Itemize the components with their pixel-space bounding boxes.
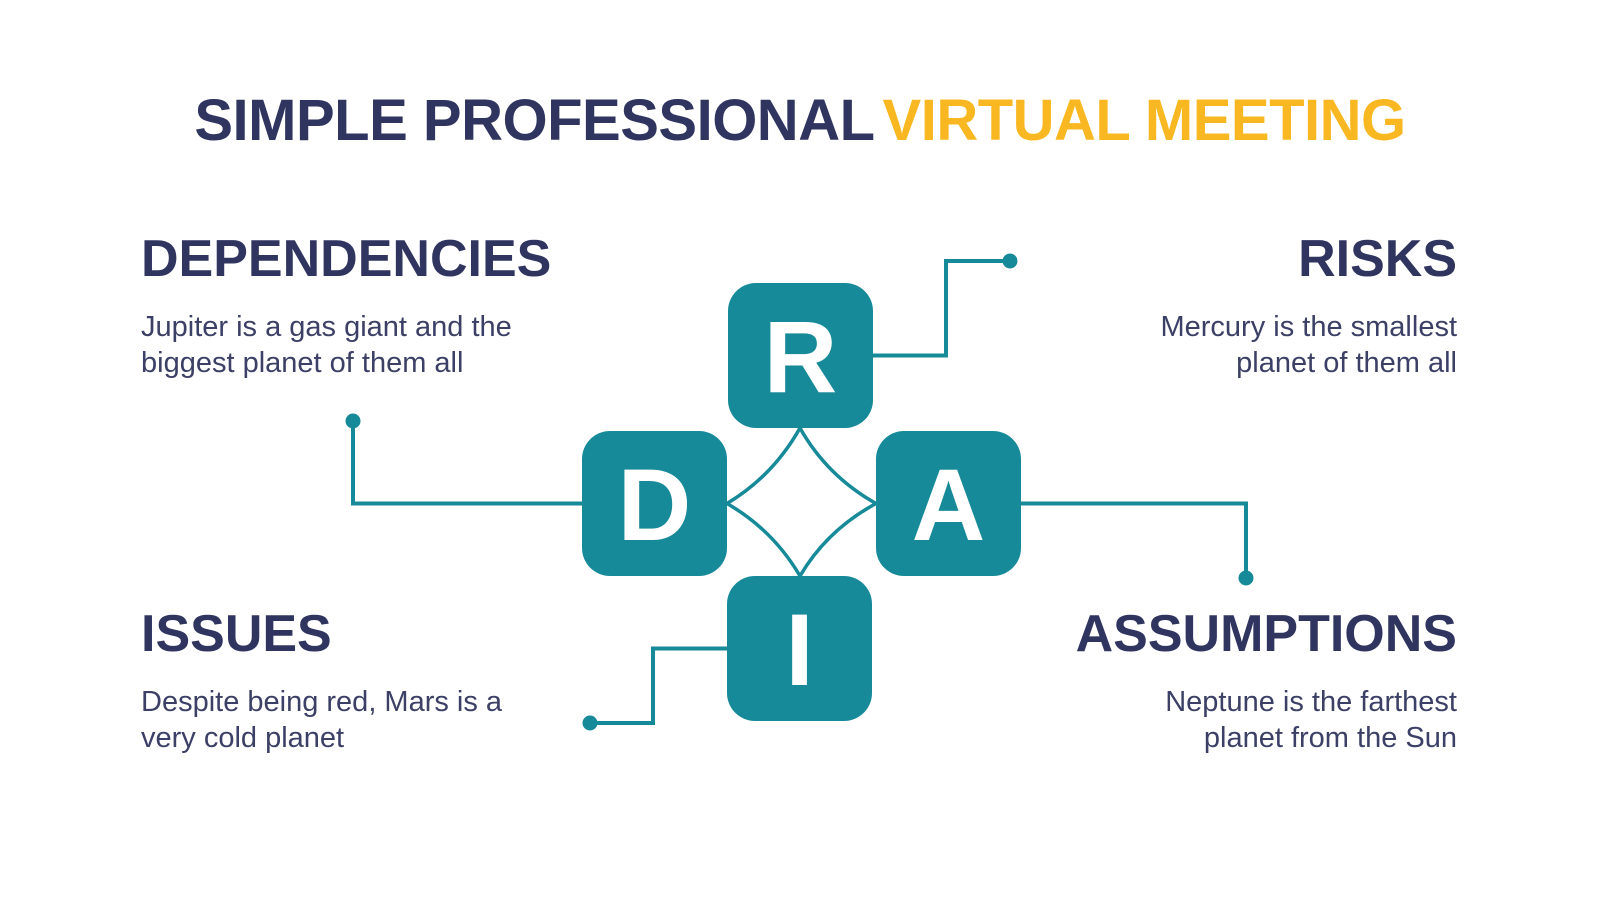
- risks-connector-dot: [1002, 253, 1018, 269]
- dependencies-tile: [582, 431, 727, 576]
- assumptions-heading: ASSUMPTIONS: [1075, 605, 1457, 663]
- assumptions-tile: [876, 431, 1021, 576]
- letter-d-dependencies: D: [618, 448, 692, 562]
- section-assumptions: ASSUMPTIONS Neptune is the farthest plan…: [987, 608, 1457, 756]
- assumptions-body: Neptune is the farthest planet from the …: [987, 684, 1457, 756]
- issues-heading: ISSUES: [141, 605, 332, 663]
- risks-body-line-2: planet of them all: [1236, 347, 1457, 379]
- issues-body-line-2: very cold planet: [141, 722, 345, 754]
- assumptions-body-line-2: planet from the Sun: [1203, 722, 1457, 754]
- issues-connector-line: [590, 646, 727, 725]
- dependencies-body-line-1: Jupiter is a gas giant and the: [141, 311, 512, 343]
- letter-r-risks: R: [764, 300, 838, 414]
- star-shape: [723, 424, 880, 580]
- dependencies-body-line-2: biggest planet of them all: [141, 347, 464, 379]
- letter-i-issues: I: [785, 593, 813, 707]
- issues-tile: [727, 576, 872, 721]
- assumptions-body-line-1: Neptune is the farthest: [1165, 686, 1457, 718]
- risks-body: Mercury is the smallest planet of them a…: [987, 309, 1457, 381]
- dependencies-connector-line: [351, 421, 582, 506]
- dependencies-connector-dot: [345, 413, 361, 429]
- risks-heading: RISKS: [1298, 230, 1457, 288]
- assumptions-connector-line: [1021, 501, 1248, 578]
- assumptions-connector-dot: [1238, 570, 1254, 586]
- letter-a-assumptions: A: [912, 448, 986, 562]
- risks-tile: [728, 283, 873, 428]
- issues-connector-dot: [582, 715, 598, 731]
- title-part-yellow: VIRTUAL MEETING: [882, 88, 1407, 153]
- risks-connector-line: [873, 259, 1010, 358]
- dependencies-heading: DEPENDENCIES: [141, 230, 552, 288]
- risks-body-line-1: Mercury is the smallest: [1160, 311, 1457, 343]
- issues-body-line-1: Despite being red, Mars is a: [141, 686, 503, 718]
- section-issues: ISSUES Despite being red, Mars is a very…: [141, 608, 611, 756]
- title-part-navy: SIMPLE PROFESSIONAL: [194, 88, 875, 153]
- section-dependencies: DEPENDENCIES Jupiter is a gas giant and …: [141, 233, 611, 381]
- section-risks: RISKS Mercury is the smallest planet of …: [987, 233, 1457, 381]
- issues-body: Despite being red, Mars is a very cold p…: [141, 684, 611, 756]
- dependencies-body: Jupiter is a gas giant and the biggest p…: [141, 309, 611, 381]
